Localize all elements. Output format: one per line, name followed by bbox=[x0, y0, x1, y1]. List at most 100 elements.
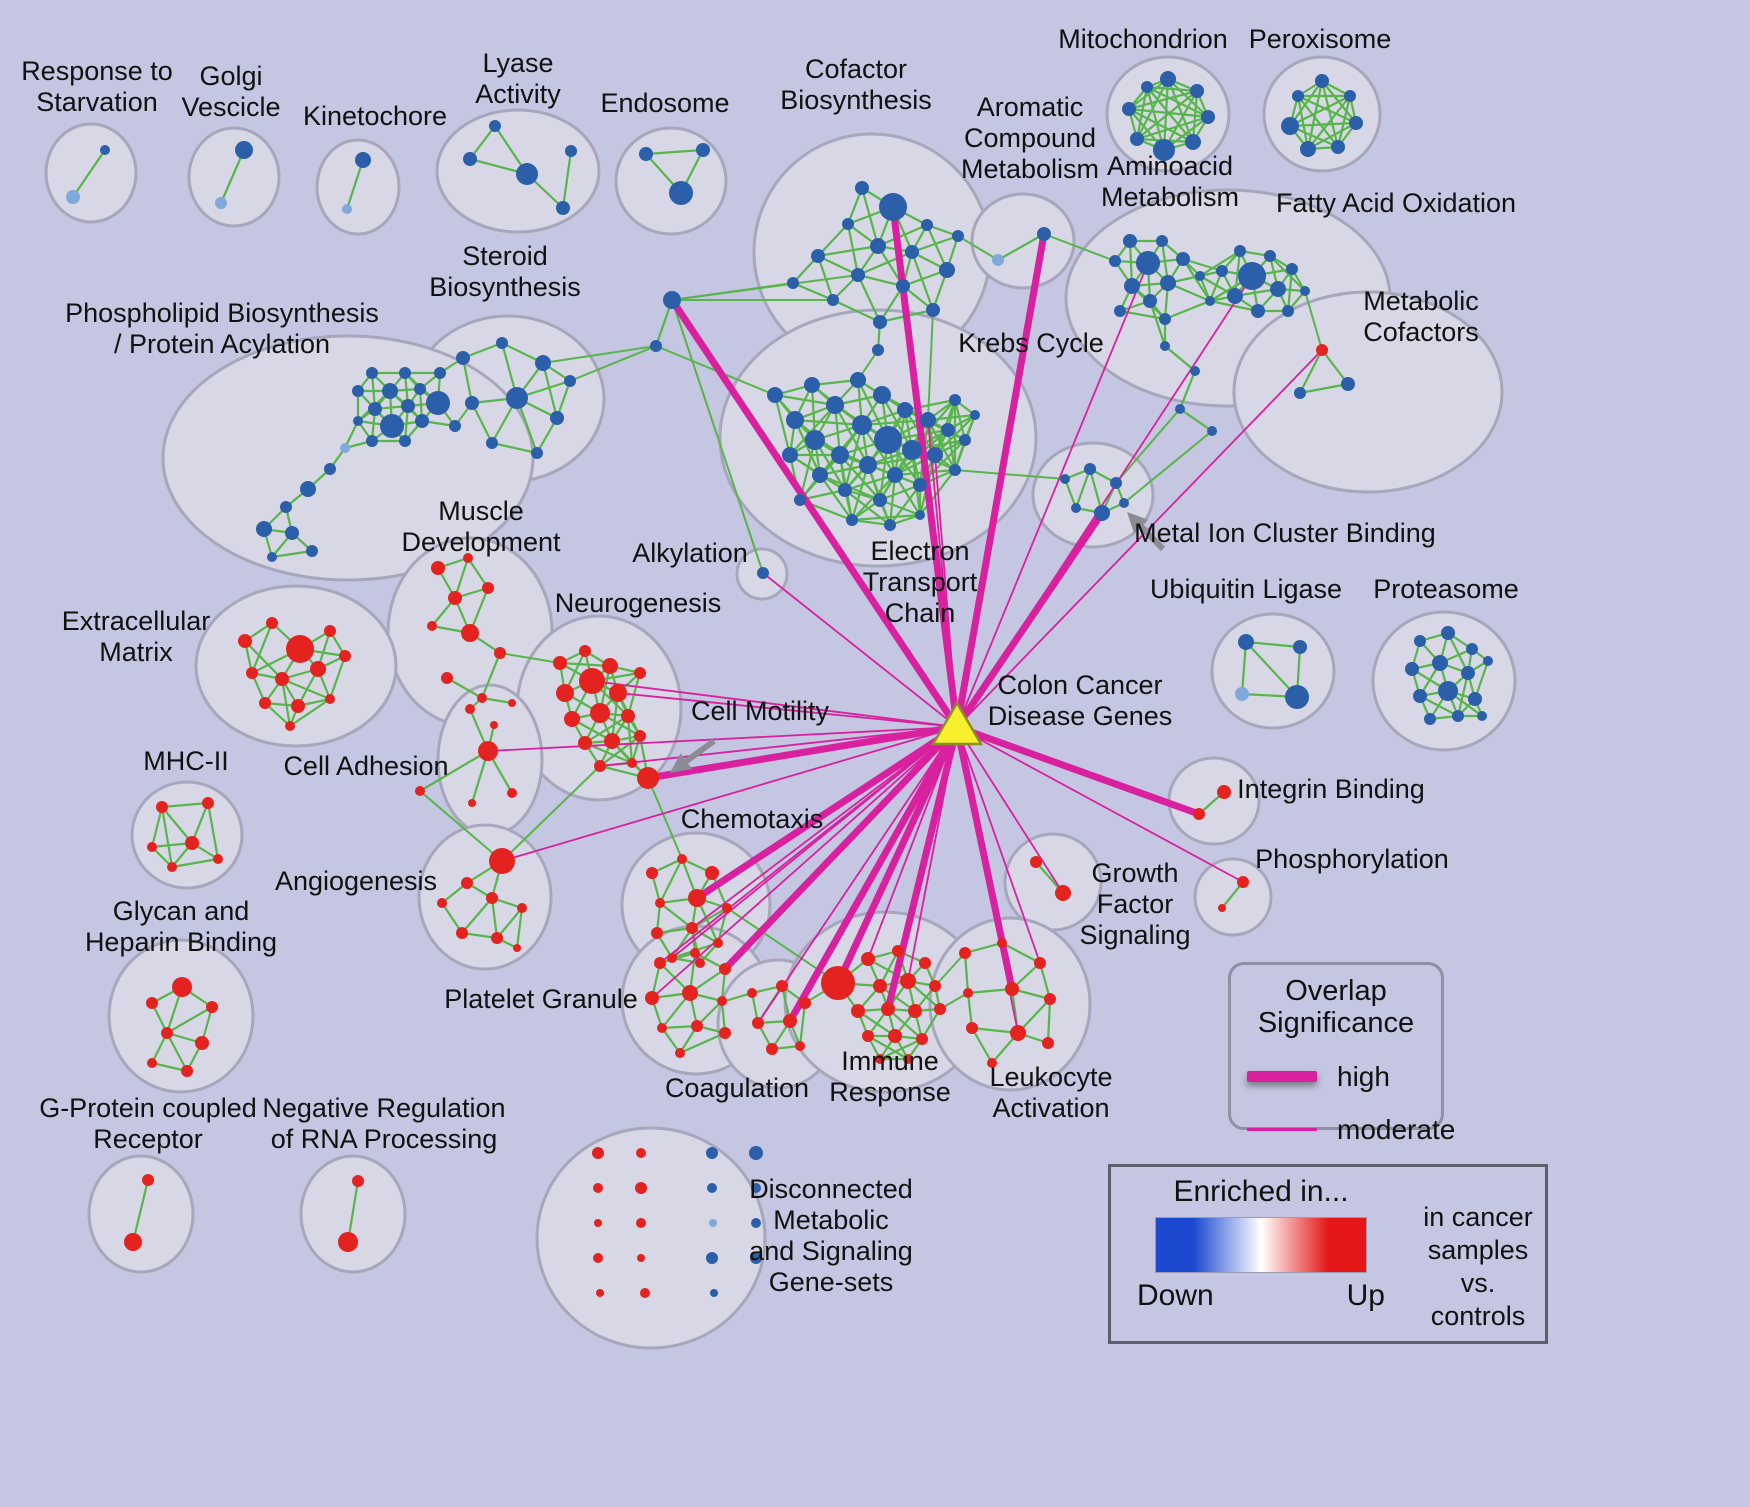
node-coagulation[interactable] bbox=[747, 988, 757, 998]
node-extracellular-matrix[interactable] bbox=[310, 661, 326, 677]
node-angiogenesis[interactable] bbox=[491, 932, 503, 944]
node-mhc-ii[interactable] bbox=[167, 862, 177, 872]
node-electron-transport-chain-krebs-cycle[interactable] bbox=[838, 483, 852, 497]
node-immune-response[interactable] bbox=[861, 952, 875, 966]
node-leukocyte-activation[interactable] bbox=[1010, 1025, 1026, 1041]
node-mitochondrion[interactable] bbox=[1141, 81, 1153, 93]
node-phospholipid-biosynthesis-protein-acylation[interactable] bbox=[352, 385, 364, 397]
node-immune-response[interactable] bbox=[908, 1004, 922, 1018]
node-proteasome[interactable] bbox=[1424, 713, 1436, 725]
node-neurogenesis[interactable] bbox=[637, 767, 659, 789]
node-mhc-ii[interactable] bbox=[156, 801, 168, 813]
node-lyase-activity[interactable] bbox=[489, 120, 501, 132]
node-immune-response[interactable] bbox=[900, 973, 916, 989]
node-metal-ion-cluster-binding[interactable] bbox=[1119, 498, 1129, 508]
node-angiogenesis[interactable] bbox=[456, 927, 468, 939]
node-chemotaxis[interactable] bbox=[655, 898, 665, 908]
node-extracellular-matrix[interactable] bbox=[324, 625, 336, 637]
node-endosome[interactable] bbox=[639, 147, 653, 161]
node-muscle-development[interactable] bbox=[477, 693, 487, 703]
node-cofactor-biosynthesis[interactable] bbox=[855, 181, 869, 195]
node-aminoacid-metabolism-fatty-acid-oxidation[interactable] bbox=[1264, 250, 1276, 262]
node-mitochondrion[interactable] bbox=[1130, 132, 1144, 146]
node-disconnected-metabolic-and-signaling-gene-sets[interactable] bbox=[751, 1218, 761, 1228]
node-phospholipid-biosynthesis-protein-acylation[interactable] bbox=[366, 367, 378, 379]
node-electron-transport-chain-krebs-cycle[interactable] bbox=[941, 423, 955, 437]
node-extracellular-matrix[interactable] bbox=[339, 650, 351, 662]
node-mitochondrion[interactable] bbox=[1190, 84, 1204, 98]
node-metal-ion-cluster-binding[interactable] bbox=[1071, 503, 1081, 513]
node-g-protein-coupled-receptor[interactable] bbox=[124, 1233, 142, 1251]
node-neurogenesis[interactable] bbox=[609, 684, 627, 702]
node-chemotaxis[interactable] bbox=[686, 922, 698, 934]
node-peroxisome[interactable] bbox=[1292, 90, 1304, 102]
node-mitochondrion[interactable] bbox=[1160, 71, 1176, 87]
node-phosphorylation[interactable] bbox=[1218, 904, 1226, 912]
node-electron-transport-chain-krebs-cycle[interactable] bbox=[897, 402, 913, 418]
node-proteasome[interactable] bbox=[1461, 666, 1475, 680]
node-platelet-granule[interactable] bbox=[690, 948, 700, 958]
node-extracellular-matrix[interactable] bbox=[325, 694, 335, 704]
node-phospholipid-biosynthesis-protein-acylation[interactable] bbox=[324, 463, 336, 475]
node-electron-transport-chain-krebs-cycle[interactable] bbox=[884, 519, 896, 531]
node-chemotaxis[interactable] bbox=[705, 866, 719, 880]
node-extracellular-matrix[interactable] bbox=[291, 699, 305, 713]
node-leukocyte-activation[interactable] bbox=[1034, 957, 1046, 969]
node-coagulation[interactable] bbox=[795, 1041, 805, 1051]
node-ubiquitin-ligase[interactable] bbox=[1238, 634, 1254, 650]
node-electron-transport-chain-krebs-cycle[interactable] bbox=[915, 510, 925, 520]
node-angiogenesis[interactable] bbox=[513, 944, 521, 952]
node-leukocyte-activation[interactable] bbox=[966, 1022, 978, 1034]
node-extracellular-matrix[interactable] bbox=[286, 635, 314, 663]
node-muscle-development[interactable] bbox=[494, 647, 506, 659]
node-disconnected-metabolic-and-signaling-gene-sets[interactable] bbox=[710, 1289, 718, 1297]
node-aminoacid-metabolism-fatty-acid-oxidation[interactable] bbox=[1123, 234, 1137, 248]
node-disconnected-metabolic-and-signaling-gene-sets[interactable] bbox=[592, 1147, 604, 1159]
node-electron-transport-chain-krebs-cycle[interactable] bbox=[850, 372, 866, 388]
node-neurogenesis[interactable] bbox=[564, 711, 580, 727]
hub-colon-cancer-disease-genes-node[interactable] bbox=[930, 700, 984, 746]
node-neurogenesis[interactable] bbox=[556, 684, 574, 702]
node-metal-ion-cluster-binding[interactable] bbox=[1110, 477, 1122, 489]
node-extracellular-matrix[interactable] bbox=[259, 697, 271, 709]
node-steroid-biosynthesis[interactable] bbox=[465, 396, 479, 410]
node-phospholipid-biosynthesis-protein-acylation[interactable] bbox=[382, 383, 398, 399]
node-neurogenesis[interactable] bbox=[602, 658, 618, 674]
node-platelet-granule[interactable] bbox=[645, 991, 659, 1005]
node-phospholipid-biosynthesis-protein-acylation[interactable] bbox=[306, 545, 318, 557]
node-coagulation[interactable] bbox=[799, 997, 811, 1009]
node-glycan-and-heparin-binding[interactable] bbox=[147, 1058, 157, 1068]
node-neurogenesis[interactable] bbox=[634, 667, 646, 679]
node-immune-response[interactable] bbox=[934, 1003, 946, 1015]
node-extracellular-matrix[interactable] bbox=[246, 667, 258, 679]
node-muscle-development[interactable] bbox=[461, 624, 479, 642]
node-immune-response[interactable] bbox=[881, 1002, 895, 1016]
node-chemotaxis[interactable] bbox=[677, 854, 687, 864]
node-platelet-granule[interactable] bbox=[682, 985, 698, 1001]
node-metabolic-cofactors[interactable] bbox=[1316, 344, 1328, 356]
node-electron-transport-chain-krebs-cycle[interactable] bbox=[927, 447, 943, 463]
node-phospholipid-biosynthesis-protein-acylation[interactable] bbox=[368, 402, 382, 416]
node-electron-transport-chain-krebs-cycle[interactable] bbox=[826, 396, 844, 414]
node-metabolic-cofactors[interactable] bbox=[1341, 377, 1355, 391]
node-platelet-granule[interactable] bbox=[719, 963, 731, 975]
node-aminoacid-metabolism-fatty-acid-oxidation[interactable] bbox=[1207, 426, 1217, 436]
node-electron-transport-chain-krebs-cycle[interactable] bbox=[874, 426, 902, 454]
node-leukocyte-activation[interactable] bbox=[1042, 1037, 1054, 1049]
node-electron-transport-chain-krebs-cycle[interactable] bbox=[902, 440, 922, 460]
node-disconnected-metabolic-and-signaling-gene-sets[interactable] bbox=[706, 1147, 718, 1159]
node-electron-transport-chain-krebs-cycle[interactable] bbox=[859, 456, 877, 474]
node-neurogenesis[interactable] bbox=[627, 758, 637, 768]
node-neurogenesis[interactable] bbox=[621, 709, 635, 723]
node-steroid-biosynthesis[interactable] bbox=[564, 375, 576, 387]
node-phospholipid-biosynthesis-protein-acylation[interactable] bbox=[267, 552, 277, 562]
node-neurogenesis[interactable] bbox=[594, 760, 606, 772]
node-electron-transport-chain-krebs-cycle[interactable] bbox=[887, 467, 903, 483]
node-steroid-biosynthesis[interactable] bbox=[486, 437, 498, 449]
node-cell-adhesion[interactable] bbox=[490, 721, 498, 729]
node-phospholipid-biosynthesis-protein-acylation[interactable] bbox=[449, 420, 461, 432]
node-aminoacid-metabolism-fatty-acid-oxidation[interactable] bbox=[1176, 252, 1190, 266]
node-extracellular-matrix[interactable] bbox=[266, 617, 278, 629]
node-cofactor-biosynthesis[interactable] bbox=[921, 219, 933, 231]
node-leukocyte-activation[interactable] bbox=[997, 938, 1007, 948]
